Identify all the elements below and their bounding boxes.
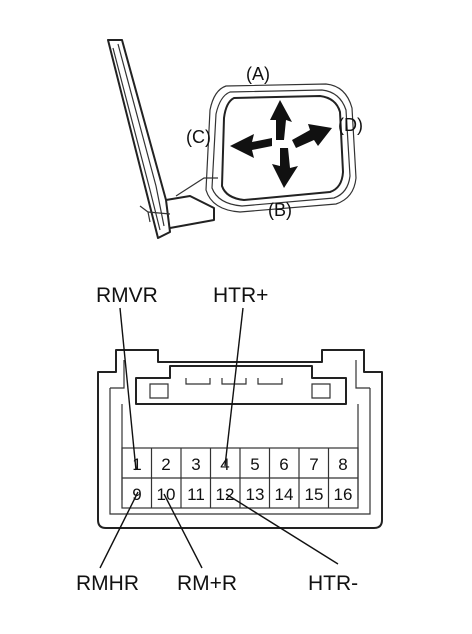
direction-label-c: (C) — [186, 127, 211, 147]
pin-1: 1 — [132, 455, 141, 474]
direction-label-a: (A) — [246, 64, 270, 84]
pin-15: 15 — [305, 485, 324, 504]
pin-10: 10 — [157, 485, 176, 504]
leader-htr-plus — [224, 307, 244, 467]
pin-3: 3 — [191, 455, 200, 474]
leader-htr-minus — [225, 493, 339, 565]
pin-13: 13 — [246, 485, 265, 504]
label-rm-plus-r: RM+R — [177, 572, 237, 595]
mirror-assembly: (A) (D) (C) (B) — [107, 39, 363, 239]
pin-16: 16 — [334, 485, 353, 504]
label-htr-minus: HTR- — [308, 572, 358, 595]
pin-6: 6 — [279, 455, 288, 474]
label-rmvr: RMVR — [96, 284, 158, 307]
arrow-right-icon — [292, 124, 332, 148]
connector-housing — [97, 349, 383, 529]
direction-label-b: (B) — [268, 200, 292, 220]
pin-grid: 1 2 3 4 5 6 7 8 9 10 11 12 13 14 15 16 — [121, 447, 359, 509]
pin-8: 8 — [338, 455, 347, 474]
label-rmhr: RMHR — [76, 572, 139, 595]
leader-rm-plus-r — [163, 493, 203, 569]
direction-label-d: (D) — [338, 115, 363, 135]
leader-rmhr — [99, 491, 139, 569]
arrow-left-icon — [230, 134, 272, 158]
pin-14: 14 — [275, 485, 294, 504]
leader-rmvr — [119, 307, 137, 471]
pin-12: 12 — [216, 485, 235, 504]
pin-5: 5 — [250, 455, 259, 474]
pin-11: 11 — [187, 485, 205, 504]
label-htr-plus: HTR+ — [213, 284, 268, 307]
leader-lines — [99, 307, 339, 569]
arrow-up-icon — [270, 100, 292, 140]
arrow-down-icon — [272, 148, 298, 188]
pin-2: 2 — [161, 455, 170, 474]
pin-7: 7 — [309, 455, 318, 474]
